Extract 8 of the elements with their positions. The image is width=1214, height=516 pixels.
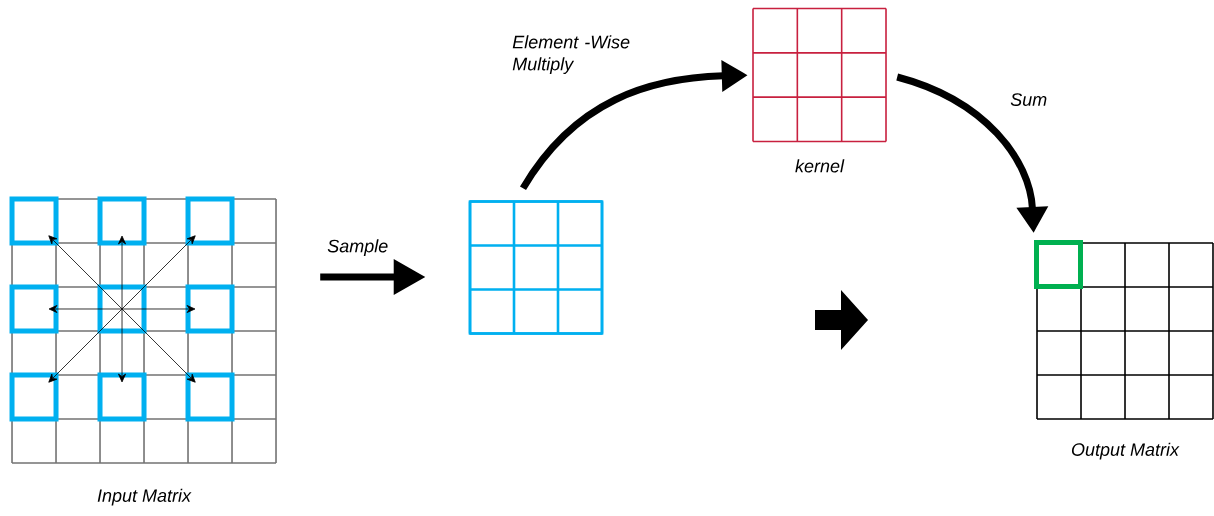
output-cell xyxy=(1034,240,1083,289)
edge-label: Sum xyxy=(1010,93,1047,106)
input-matrix: Input Matrix xyxy=(9,196,277,506)
edge-label: Element -Wise Multiply xyxy=(512,35,630,74)
kernel-grid: kernel xyxy=(752,7,887,173)
sampled-grid xyxy=(468,200,604,335)
output-matrix: Output Matrix xyxy=(1036,242,1214,460)
edge-label: Sample xyxy=(327,239,388,256)
